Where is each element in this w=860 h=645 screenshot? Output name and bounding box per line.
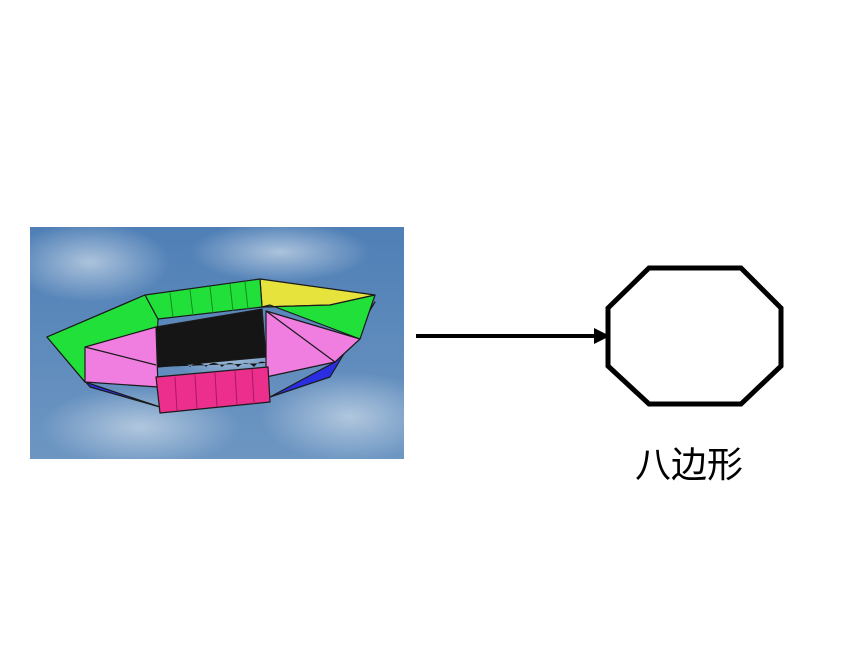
kite-photo <box>30 227 404 459</box>
arrow-right <box>416 328 610 344</box>
octagon-outline <box>605 265 784 407</box>
kite-bottom-cells <box>155 366 271 414</box>
kite-green-right <box>261 294 376 340</box>
octagon-shape <box>605 265 784 407</box>
kite-bottom-cell-folds <box>174 368 255 412</box>
kite-top-cell-folds <box>169 281 249 318</box>
kite <box>46 278 376 414</box>
kite-center-scallops <box>158 361 266 367</box>
shape-label: 八边形 <box>634 445 743 486</box>
arrow-head <box>594 328 610 344</box>
